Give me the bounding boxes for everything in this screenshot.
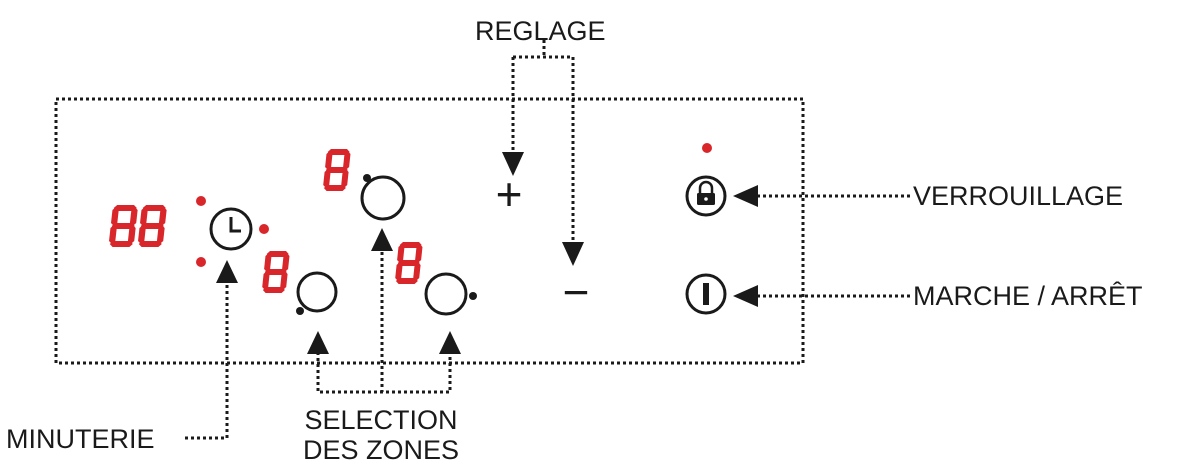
lock-led	[702, 143, 712, 153]
selection-connector	[316, 252, 452, 394]
zone-right-display	[394, 242, 423, 284]
zone-right-button[interactable]	[424, 272, 477, 316]
arrow-to-zone-back	[371, 228, 393, 251]
zone-left-display	[261, 251, 290, 293]
clock-icon[interactable]	[209, 207, 253, 251]
minuterie-label: MINUTERIE	[6, 424, 155, 454]
zone-back-button[interactable]	[360, 174, 406, 221]
selection-zones-label: SELECTION DES ZONES	[296, 405, 466, 465]
timer-led-top	[196, 196, 206, 206]
timer-display	[108, 205, 168, 247]
selection-label-line2: DES ZONES	[302, 435, 460, 466]
lock-icon[interactable]	[685, 175, 727, 217]
arrow-to-minus	[562, 242, 584, 266]
arrow-to-zone-right	[439, 331, 461, 354]
arrow-to-plus	[502, 152, 524, 176]
marche-arret-connector	[733, 285, 910, 307]
reglage-label: REGLAGE	[475, 16, 606, 46]
verrouillage-label: VERROUILLAGE	[913, 181, 1124, 211]
minuterie-connector	[185, 260, 238, 440]
zone-back-display	[322, 149, 351, 191]
marche-arret-label: MARCHE / ARRÊT	[913, 281, 1143, 311]
zone-left-button[interactable]	[296, 271, 338, 315]
verrouillage-connector	[733, 185, 910, 207]
plus-button[interactable]: +	[496, 168, 523, 220]
minus-button[interactable]: −	[563, 266, 590, 318]
selection-label-line1: SELECTION	[304, 405, 458, 435]
panel-outline	[54, 97, 805, 365]
arrow-to-zone-left	[307, 331, 329, 354]
reglage-connector	[511, 40, 575, 240]
power-icon[interactable]	[685, 273, 727, 315]
timer-led-right	[259, 224, 269, 234]
timer-led-bottom	[196, 257, 206, 267]
